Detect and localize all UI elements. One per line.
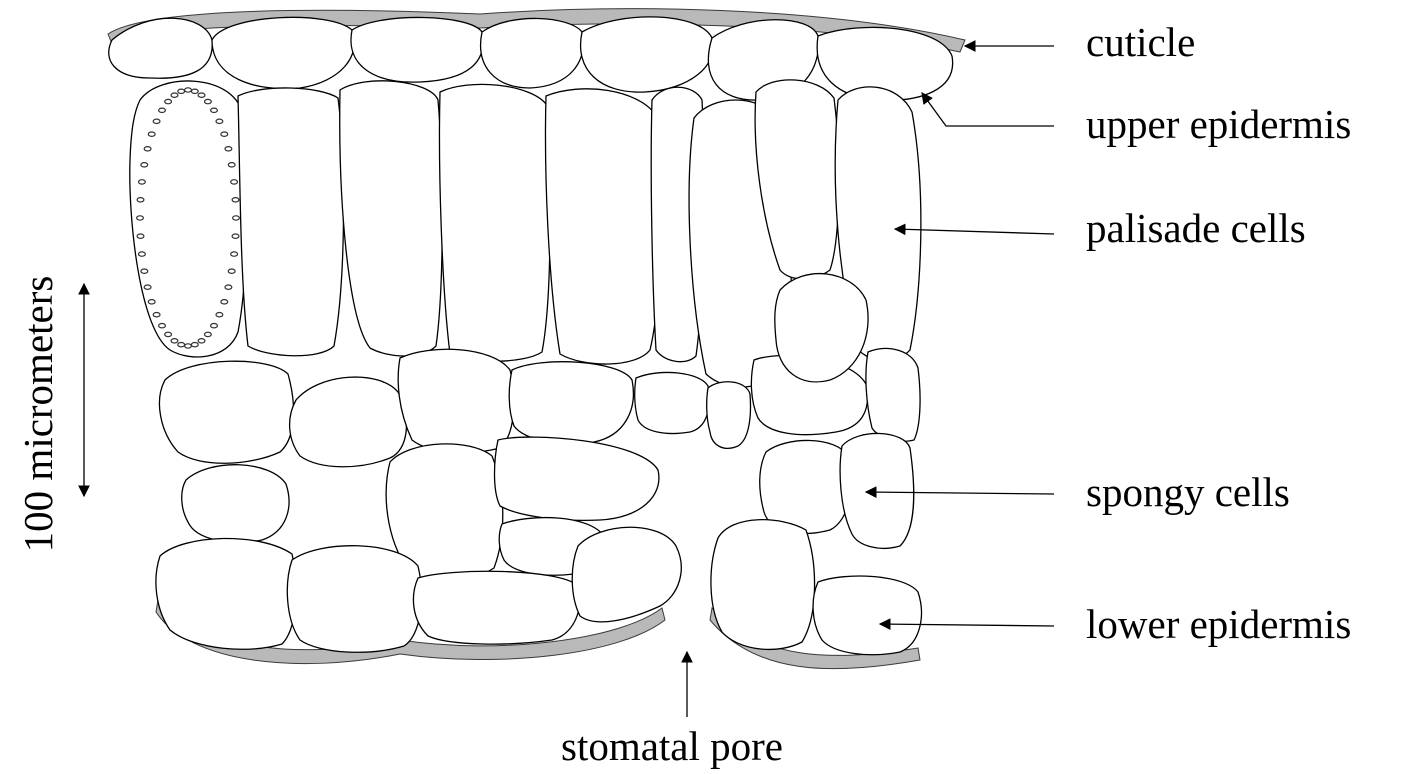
upper-epidermis-arrow xyxy=(922,93,1054,126)
chloroplast xyxy=(216,119,223,123)
chloroplast xyxy=(211,324,218,328)
upper-epidermis-label: upper epidermis xyxy=(1086,101,1351,147)
lower-epidermis-label: lower epidermis xyxy=(1086,601,1351,647)
chloroplast xyxy=(141,269,148,273)
upper-epidermis-cell xyxy=(212,17,354,88)
chloroplast xyxy=(178,343,185,347)
chloroplast xyxy=(185,344,192,348)
spongy-cell xyxy=(760,440,852,533)
chloroplast xyxy=(159,108,166,112)
chloroplast xyxy=(231,252,238,256)
lower-epidermis-cell xyxy=(156,538,296,649)
chloroplast xyxy=(228,269,235,273)
upper-epidermis-cell xyxy=(481,18,584,88)
spongy-cell xyxy=(182,465,289,543)
chloroplast xyxy=(231,180,238,184)
chloroplast xyxy=(159,324,166,328)
lower-epidermis-cell xyxy=(813,576,921,655)
spongy-cells-label: spongy cells xyxy=(1086,469,1290,515)
spongy-cell xyxy=(775,274,868,382)
chloroplast xyxy=(148,132,155,136)
scale-bar-label: 100 micrometers xyxy=(15,276,61,553)
palisade-cell xyxy=(439,84,550,361)
chloroplast xyxy=(232,198,239,202)
chloroplast xyxy=(165,332,172,336)
spongy-cell xyxy=(840,433,914,548)
chloroplast xyxy=(198,339,205,343)
chloroplast xyxy=(178,89,185,93)
chloroplast xyxy=(228,163,235,167)
upper-epidermis-cell xyxy=(581,17,714,92)
cuticle-label: cuticle xyxy=(1086,19,1195,65)
chloroplast xyxy=(205,99,212,103)
lower-epidermis-cell xyxy=(287,546,421,653)
chloroplast xyxy=(211,108,218,112)
chloroplast xyxy=(221,300,228,304)
palisade-cells-label: palisade cells xyxy=(1086,205,1306,251)
chloroplast xyxy=(148,300,155,304)
chloroplast xyxy=(137,216,144,220)
chloroplast xyxy=(225,285,232,289)
spongy-cell xyxy=(635,372,710,433)
palisade-cell-with-chloroplasts xyxy=(130,81,247,357)
chloroplast xyxy=(141,163,148,167)
chloroplast xyxy=(171,339,178,343)
chloroplast xyxy=(233,216,240,220)
chloroplast xyxy=(198,93,205,97)
chloroplast xyxy=(216,313,223,317)
chloroplast xyxy=(153,119,160,123)
chloroplast xyxy=(191,343,198,347)
chloroplast xyxy=(171,93,178,97)
chloroplast xyxy=(225,147,232,151)
spongy-cell xyxy=(495,437,659,520)
chloroplast xyxy=(185,88,192,92)
chloroplast xyxy=(144,147,151,151)
chloroplast xyxy=(153,313,160,317)
palisade-cell xyxy=(238,88,344,356)
spongy-cell xyxy=(398,349,514,452)
chloroplast xyxy=(137,234,144,238)
stomatal-pore-label: stomatal pore xyxy=(561,723,783,769)
chloroplast xyxy=(232,234,239,238)
palisade-cell xyxy=(340,81,443,356)
chloroplast xyxy=(205,332,212,336)
chloroplast xyxy=(139,252,146,256)
chloroplast xyxy=(191,89,198,93)
lower-epidermis-cell xyxy=(413,571,579,644)
chloroplast xyxy=(144,285,151,289)
spongy-cell xyxy=(290,377,407,467)
upper-epidermis-cell xyxy=(351,17,483,82)
spongy-cell-with-chloroplasts xyxy=(159,361,293,463)
chloroplast xyxy=(165,99,172,103)
chloroplast xyxy=(221,132,228,136)
spongy-cell xyxy=(866,349,920,442)
guard-cell-left xyxy=(572,527,681,622)
guard-cell-right xyxy=(711,520,815,650)
spongy-cell xyxy=(707,382,751,449)
chloroplast xyxy=(137,198,144,202)
spongy-cell xyxy=(509,362,633,444)
chloroplast xyxy=(139,180,146,184)
palisade-cell xyxy=(546,89,662,364)
